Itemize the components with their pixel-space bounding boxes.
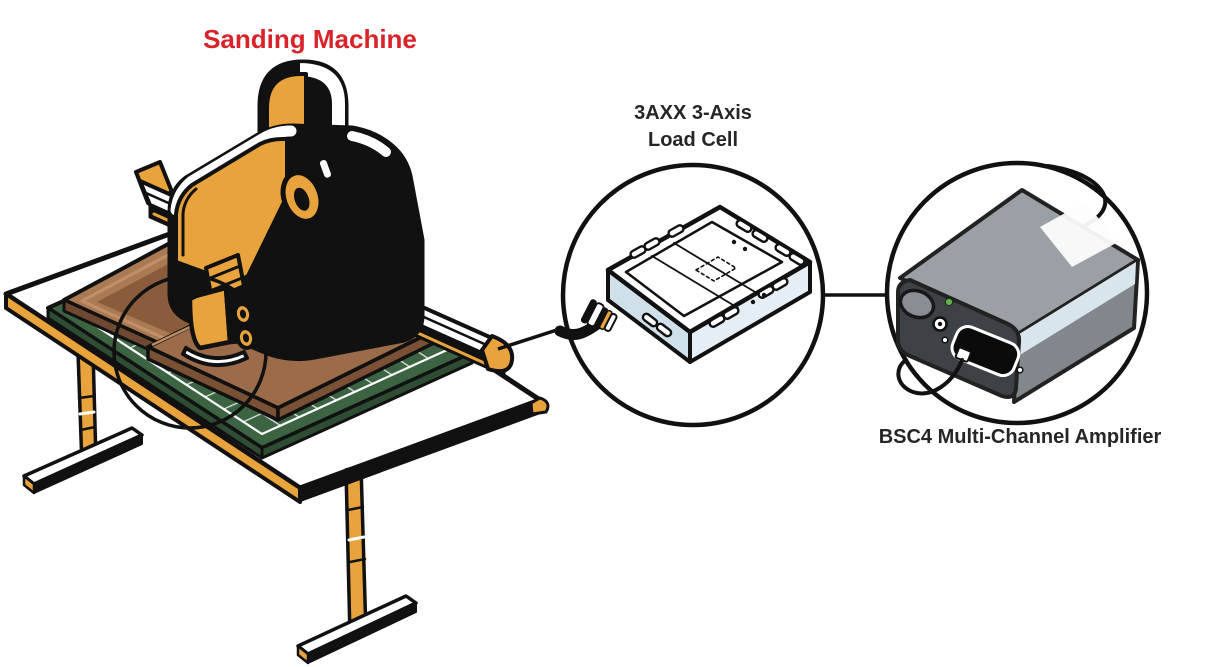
amplifier-box xyxy=(896,188,1140,404)
load-cell-callout xyxy=(554,162,826,428)
machine-dial xyxy=(280,170,324,224)
amplifier-front-cable xyxy=(896,358,964,396)
load-cell-label: 3AXX 3-Axis Load Cell xyxy=(593,100,793,154)
table-leg-right xyxy=(296,464,418,665)
rail-right-cap xyxy=(480,334,515,374)
load-cell-plate xyxy=(624,220,784,318)
load-cell-label-line2: Load Cell xyxy=(647,129,738,151)
focus-circle-machine xyxy=(112,274,268,430)
machine-label: Sanding Machine xyxy=(203,24,417,54)
amplifier-callout xyxy=(884,160,1150,426)
table-leg-left xyxy=(22,348,144,495)
load-cell-center-pattern xyxy=(695,256,737,282)
amplifier-led xyxy=(944,297,954,307)
cable-table-to-loadcell xyxy=(497,326,564,351)
load-cell-body xyxy=(605,204,813,364)
load-cell-connector xyxy=(580,299,618,332)
sanding-machine xyxy=(167,59,425,368)
sanding-pad xyxy=(181,346,249,368)
amplifier-knob xyxy=(898,288,936,320)
tabletop-corner-cap xyxy=(529,396,550,416)
amplifier-label: BSC4 Multi-Channel Amplifier xyxy=(878,426,1162,448)
amplifier-dsub-port xyxy=(950,325,1021,378)
load-cell-dots xyxy=(731,239,767,305)
amplifier-top-label xyxy=(1040,202,1118,267)
load-cell-label-line1: 3AXX 3-Axis xyxy=(634,102,752,124)
